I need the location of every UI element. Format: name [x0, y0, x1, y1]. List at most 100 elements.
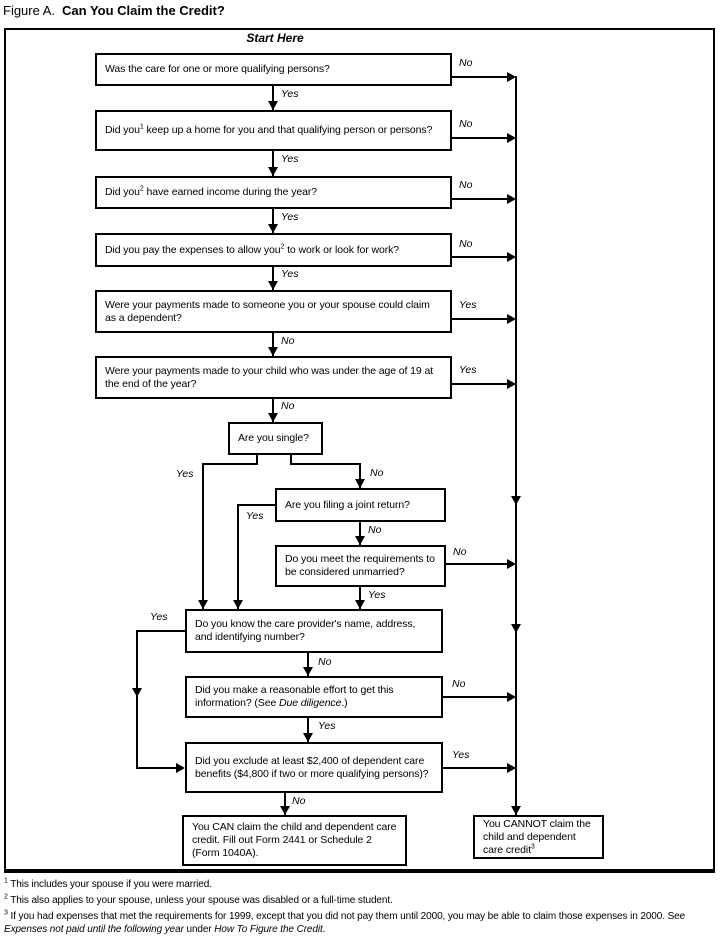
connector-line [359, 586, 361, 609]
node-result-can-claim-text: You CAN claim the child and dependent ca… [192, 821, 397, 859]
arrow-down-icon [511, 624, 521, 633]
arrow-right-icon [507, 559, 516, 569]
flowchart-border [4, 28, 715, 873]
connector-line [452, 383, 508, 385]
node-qualifying-persons-text: Was the care for one or more qualifying … [105, 63, 330, 75]
connector-line [272, 332, 274, 356]
node-expenses-to-work-text: Did you pay the expenses to allow you2 t… [105, 243, 399, 256]
arrow-down-icon [233, 600, 243, 609]
arrow-down-icon [268, 224, 278, 233]
connector-line [443, 696, 508, 698]
label-no: No [459, 238, 473, 250]
node-reasonable-effort: Did you make a reasonable effort to get … [185, 676, 443, 718]
connector-line [452, 198, 508, 200]
label-no: No [318, 656, 332, 668]
connector-line [291, 463, 361, 465]
connector-line [136, 630, 138, 769]
node-provider-info-text: Do you know the care provider's name, ad… [195, 618, 416, 643]
connector-line [443, 767, 508, 769]
node-provider-info: Do you know the care provider's name, ad… [185, 609, 443, 653]
footnote-1-marker: 1 [4, 877, 8, 885]
footnote-2-marker: 2 [4, 893, 8, 901]
label-yes: Yes [368, 589, 386, 601]
node-earned-income: Did you2 have earned income during the y… [95, 176, 452, 209]
label-no: No [370, 467, 384, 479]
footnote-3-text: If you had expenses that met the require… [4, 911, 686, 935]
arrow-right-icon [507, 133, 516, 143]
arrow-right-icon [507, 252, 516, 262]
arrow-right-icon [507, 763, 516, 773]
connector-line [137, 630, 185, 632]
node-reasonable-effort-text: Did you make a reasonable effort to get … [195, 684, 394, 709]
label-yes: Yes [281, 211, 299, 223]
arrow-down-icon [355, 479, 365, 488]
connector-line [238, 504, 275, 506]
node-qualifying-persons: Was the care for one or more qualifying … [95, 53, 452, 86]
connector-line [256, 454, 258, 465]
label-no: No [453, 546, 467, 558]
node-payments-to-child-text: Were your payments made to your child wh… [105, 364, 434, 390]
node-joint-return: Are you filing a joint return? [275, 488, 446, 522]
label-no: No [281, 400, 295, 412]
figure-title-main: Can You Claim the Credit? [62, 3, 225, 18]
node-considered-unmarried-text: Do you meet the requirements to be consi… [285, 553, 435, 578]
node-exclude-benefits-text: Did you exclude at least $2,400 of depen… [195, 754, 429, 780]
connector-line [272, 398, 274, 422]
node-keep-up-home: Did you1 keep up a home for you and that… [95, 110, 452, 151]
arrow-down-icon [268, 167, 278, 176]
arrow-right-icon [507, 314, 516, 324]
arrow-down-icon [268, 347, 278, 356]
label-yes: Yes [459, 364, 477, 376]
node-payments-to-dependent-text: Were your payments made to someone you o… [105, 298, 430, 324]
connector-line [452, 137, 508, 139]
label-no: No [452, 678, 466, 690]
arrow-down-icon [268, 101, 278, 110]
connector-line [202, 463, 204, 609]
label-no: No [281, 335, 295, 347]
connector-line [237, 504, 239, 609]
label-yes: Yes [150, 611, 168, 623]
footnote-1-text: This includes your spouse if you were ma… [10, 879, 212, 890]
connector-rail [515, 76, 517, 815]
connector-line [272, 85, 274, 110]
connector-line [359, 521, 361, 545]
connector-line [445, 563, 508, 565]
arrow-right-icon [507, 379, 516, 389]
node-keep-up-home-text: Did you1 keep up a home for you and that… [105, 123, 433, 137]
footnote-3: 3 If you had expenses that met the requi… [4, 910, 717, 936]
node-earned-income-text: Did you2 have earned income during the y… [105, 185, 317, 199]
arrow-down-icon [198, 600, 208, 609]
footnote-ref-2: 2 [280, 243, 285, 250]
arrow-down-icon [511, 806, 521, 815]
connector-line [272, 208, 274, 233]
connector-line [307, 652, 309, 676]
label-yes: Yes [452, 749, 470, 761]
label-no: No [368, 524, 382, 536]
node-result-can-claim: You CAN claim the child and dependent ca… [182, 815, 407, 866]
arrow-down-icon [132, 688, 142, 697]
arrow-down-icon [303, 667, 313, 676]
footnote-ref-1: 1 [139, 123, 144, 131]
due-diligence-ref: Due diligence [279, 697, 342, 709]
arrow-down-icon [303, 733, 313, 742]
node-result-cannot-claim: You CANNOT claim the child and dependent… [473, 815, 604, 859]
arrow-right-icon [176, 763, 185, 773]
node-joint-return-text: Are you filing a joint return? [285, 498, 410, 511]
arrow-down-icon [280, 806, 290, 815]
label-no: No [292, 795, 306, 807]
node-expenses-to-work: Did you pay the expenses to allow you2 t… [95, 233, 452, 267]
connector-line [452, 318, 508, 320]
arrow-down-icon [268, 281, 278, 290]
connector-line [272, 150, 274, 176]
label-yes: Yes [459, 299, 477, 311]
label-yes: Yes [281, 153, 299, 165]
arrow-down-icon [268, 413, 278, 422]
connector-line [272, 266, 274, 290]
node-considered-unmarried: Do you meet the requirements to be consi… [275, 545, 446, 587]
footnote-ref-2: 2 [139, 185, 144, 193]
arrow-down-icon [511, 496, 521, 505]
footnote-1: 1 This includes your spouse if you were … [4, 877, 717, 892]
arrow-down-icon [355, 600, 365, 609]
node-are-you-single-text: Are you single? [238, 432, 309, 444]
